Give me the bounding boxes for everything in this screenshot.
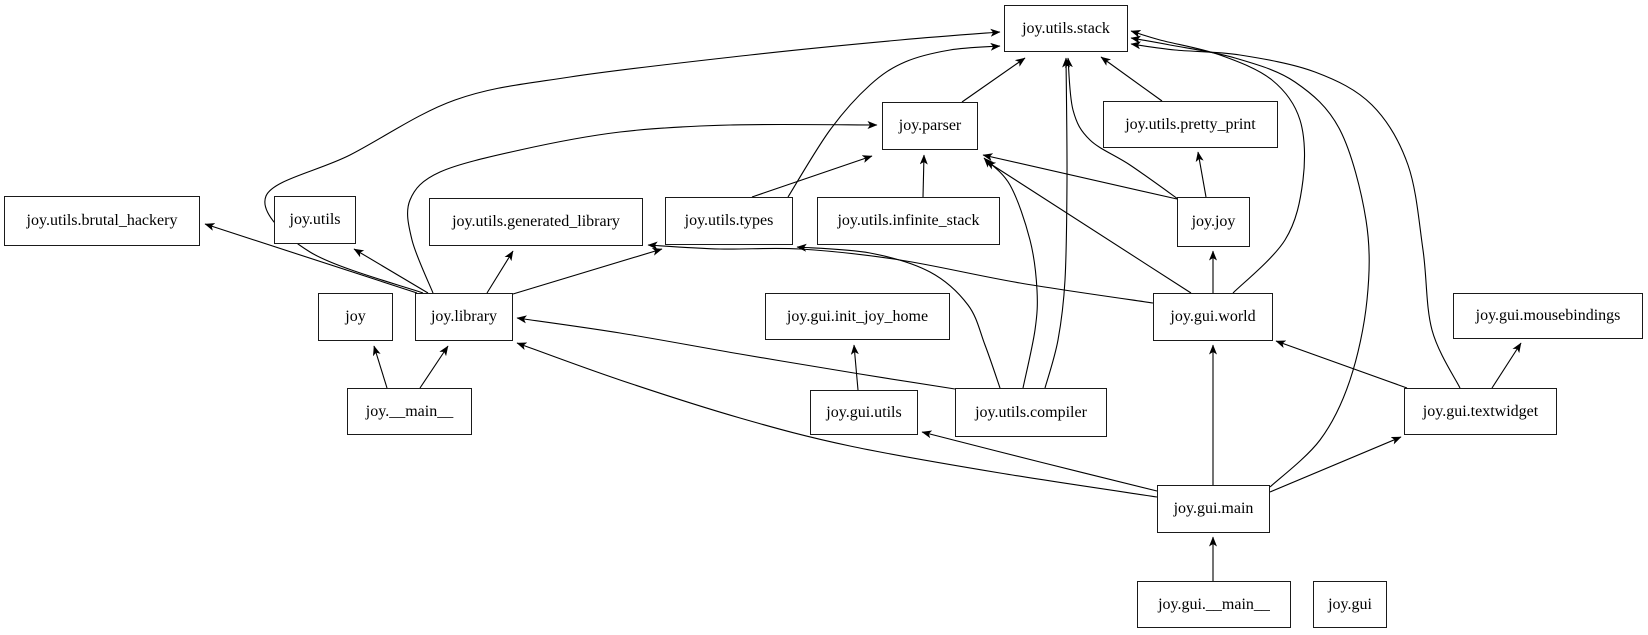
node-types: joy.utils.types bbox=[665, 197, 793, 245]
edge-library-to-types bbox=[512, 247, 663, 295]
edge-world-to-generated-library bbox=[647, 241, 1154, 304]
edge-library-to-generated-library bbox=[486, 250, 514, 294]
node-joy: joy bbox=[318, 293, 393, 341]
node-compiler: joy.utils.compiler bbox=[955, 388, 1107, 437]
node-brutal-hackery: joy.utils.brutal_hackery bbox=[4, 196, 200, 246]
edge-library-to-brutal-hackery bbox=[204, 223, 418, 294]
node-world: joy.gui.world bbox=[1153, 293, 1273, 341]
edge-compiler-to-parser bbox=[983, 157, 1038, 389]
edge-gui-utils-to-init-joy-home bbox=[850, 344, 859, 391]
node-pretty-print: joy.utils.pretty_print bbox=[1103, 101, 1278, 148]
edge-gui-main-to-library bbox=[516, 342, 1158, 498]
edge-types-to-parser bbox=[751, 155, 873, 198]
node-parser: joy.parser bbox=[882, 102, 978, 150]
edge-library-to-utils bbox=[353, 248, 429, 294]
edge-joy-joy-to-parser bbox=[982, 153, 1178, 200]
edge-pretty-print-to-stack bbox=[1100, 56, 1163, 102]
edge-types-to-stack bbox=[787, 42, 1001, 198]
edge-compiler-to-stack bbox=[1044, 57, 1071, 389]
node-gui-utils: joy.gui.utils bbox=[810, 390, 918, 435]
node-mousebindings: joy.gui.mousebindings bbox=[1453, 293, 1643, 339]
node-gui-main-main: joy.gui.__main__ bbox=[1137, 581, 1291, 628]
node-stack: joy.utils.stack bbox=[1004, 5, 1128, 52]
node-gui-main: joy.gui.main bbox=[1157, 485, 1270, 533]
edge-compiler-to-library bbox=[516, 315, 956, 390]
node-infinite-stack: joy.utils.infinite_stack bbox=[817, 197, 1000, 245]
edge-parser-to-stack bbox=[961, 57, 1026, 103]
edge-infinite-stack-to-parser bbox=[919, 154, 928, 198]
edge-compiler-to-types bbox=[796, 243, 1001, 389]
edge-joy-joy-to-stack bbox=[1064, 57, 1179, 200]
edge-gui-main-to-textwidget bbox=[1269, 436, 1402, 493]
node-textwidget: joy.gui.textwidget bbox=[1404, 388, 1557, 435]
node-init-joy-home: joy.gui.init_joy_home bbox=[765, 293, 950, 340]
edge-joy-joy-to-pretty-print bbox=[1195, 151, 1207, 198]
node-library: joy.library bbox=[415, 293, 513, 341]
edge-main-to-library bbox=[419, 345, 449, 389]
edge-world-to-stack bbox=[1130, 30, 1306, 294]
edge-gui-main-to-gui-utils bbox=[921, 430, 1158, 492]
node-joy-joy: joy.joy bbox=[1177, 197, 1250, 247]
edge-library-to-parser bbox=[407, 120, 878, 294]
edge-world-to-parser bbox=[985, 160, 1192, 294]
edge-textwidget-to-mousebindings bbox=[1491, 342, 1522, 389]
node-main: joy.__main__ bbox=[347, 388, 472, 435]
node-gui: joy.gui bbox=[1313, 581, 1387, 628]
node-generated-library: joy.utils.generated_library bbox=[429, 198, 643, 246]
node-utils: joy.utils bbox=[274, 196, 356, 244]
edge-textwidget-to-world bbox=[1275, 340, 1408, 389]
edge-textwidget-to-stack bbox=[1130, 41, 1461, 389]
edge-main-to-joy bbox=[372, 345, 388, 389]
